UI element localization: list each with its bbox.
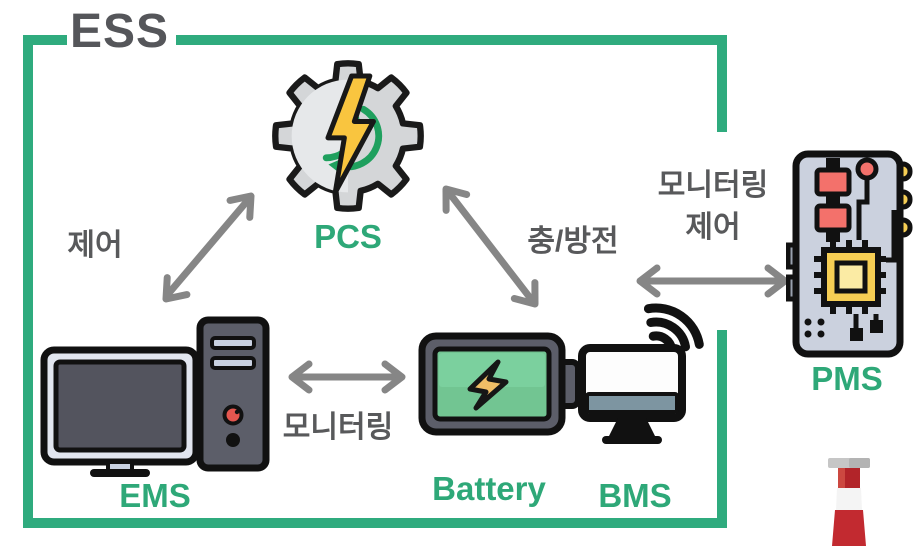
battery-charge-icon	[418, 332, 581, 436]
desktop-computer-tower-icon	[40, 316, 270, 477]
lighthouse-top-icon	[828, 458, 870, 546]
ess-box-border-bottom	[23, 518, 727, 528]
wifi-icon	[643, 303, 704, 354]
arrow-ems-battery	[292, 364, 402, 390]
tower-icon	[196, 316, 270, 472]
circuit-board-icon	[786, 150, 913, 358]
chip-icon	[814, 240, 886, 314]
lightning-bolt-icon	[325, 73, 376, 195]
monitor-icon	[40, 346, 200, 477]
node-label-pms: PMS	[811, 360, 883, 397]
board-dots	[804, 318, 825, 338]
board-bottom-blocks	[850, 320, 883, 341]
arrow-ems-pcs	[156, 188, 261, 308]
node-label-pcs: PCS	[314, 218, 382, 255]
edge-label-monitoring: 모니터링	[282, 411, 394, 444]
ess-box-border-left	[23, 35, 33, 528]
edge-label-monitoring-control: 모니터링 제어	[658, 165, 768, 249]
monitor-wifi-icon	[578, 303, 704, 444]
node-label-ems: EMS	[119, 477, 191, 514]
edge-label-control: 제어	[67, 229, 123, 262]
charge-bolt-icon	[467, 359, 509, 411]
ess-box-border-top-right-segment	[176, 35, 727, 45]
ess-box-border-right-upper-segment	[717, 35, 727, 132]
diagram-title: ESS	[70, 5, 170, 58]
node-label-battery: Battery	[432, 470, 546, 507]
board-traces	[853, 178, 897, 328]
edge-label-monitoring-control-line2: 제어	[685, 211, 741, 244]
ess-box-border-top-left-segment	[23, 35, 67, 45]
edge-label-charge-discharge: 충/방전	[527, 225, 619, 258]
gear-lightning-sync-icon	[272, 60, 424, 212]
bms-monitor	[578, 344, 686, 444]
ess-box-border-right-lower-segment	[717, 330, 727, 528]
node-label-bms: BMS	[598, 477, 672, 514]
edge-label-monitoring-control-line1: 모니터링	[657, 169, 769, 202]
